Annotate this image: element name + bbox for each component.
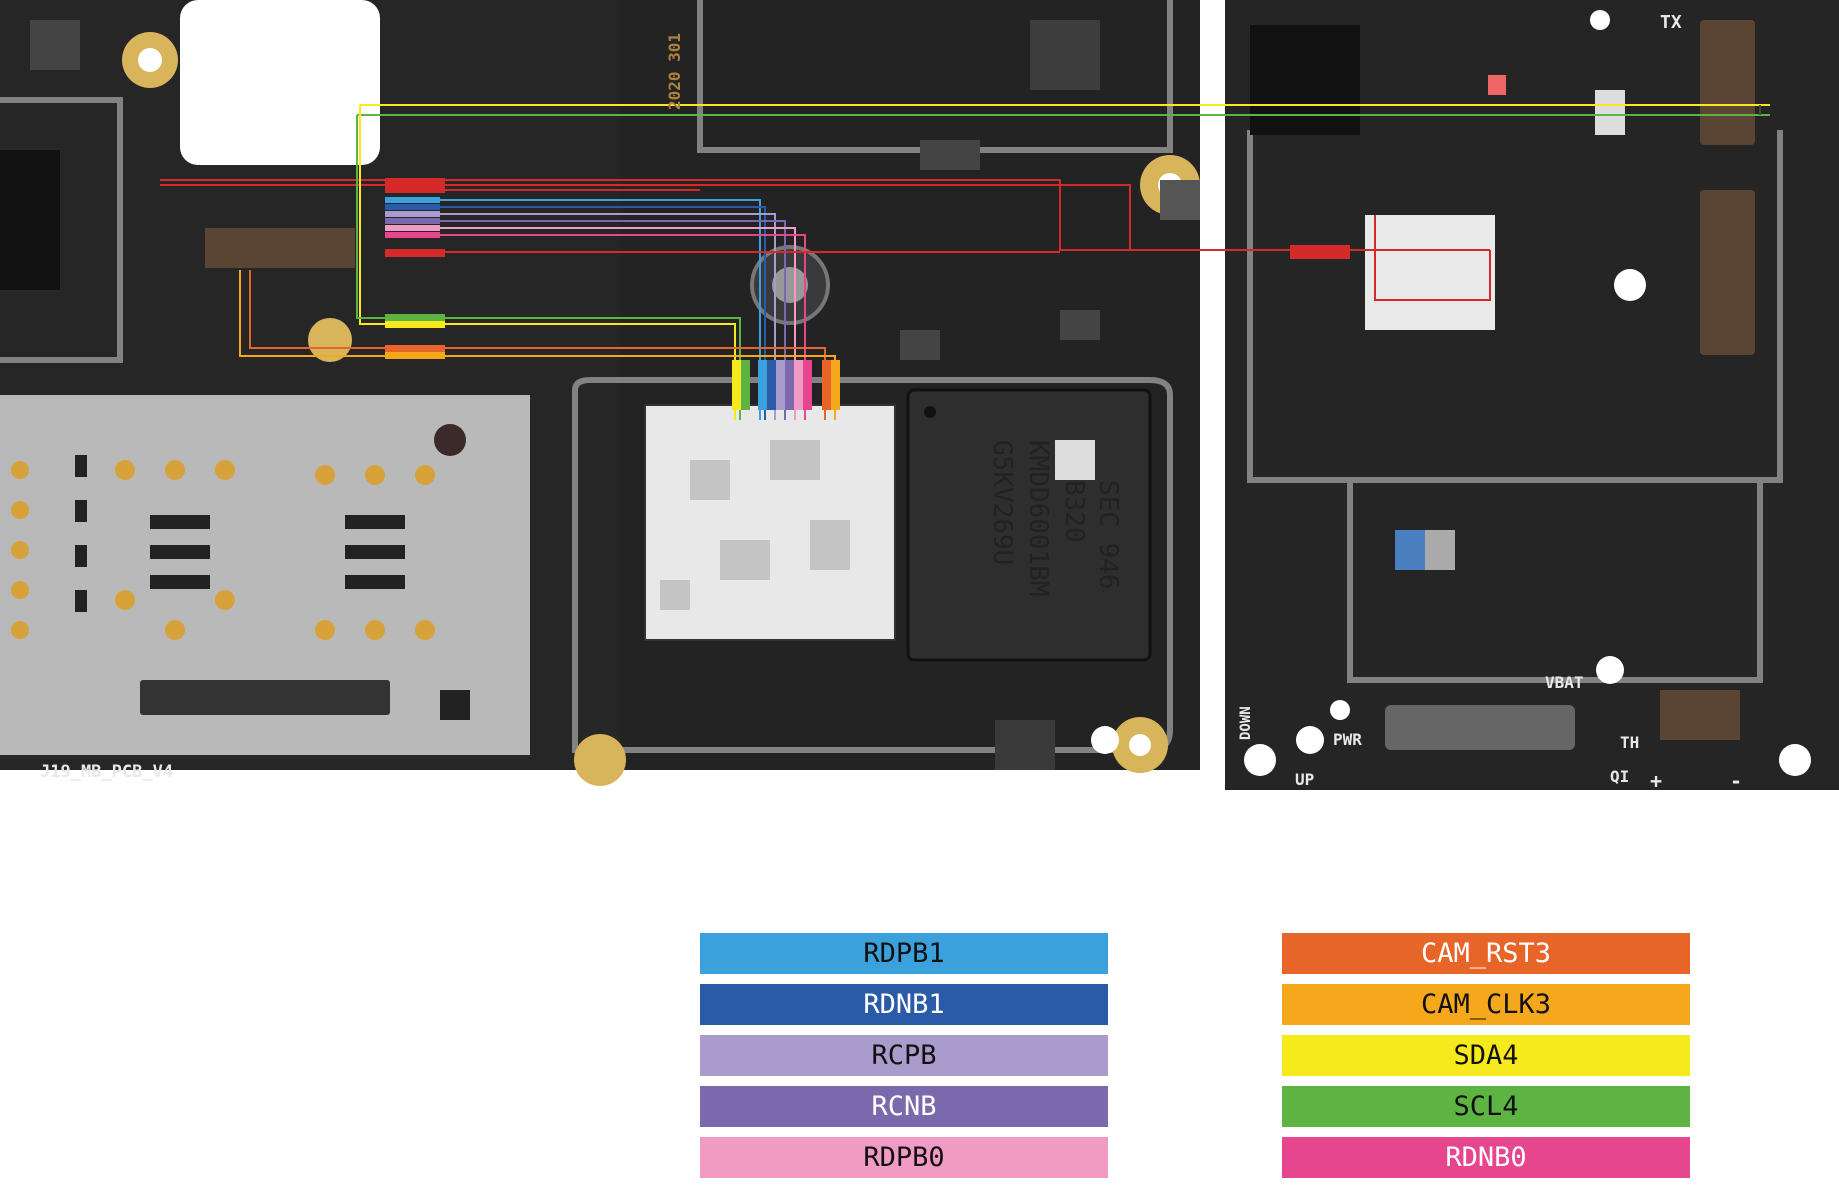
memory-marking-line: KMDD6001BM [1023,440,1053,597]
silkscreen-label: - [1730,769,1742,793]
silkscreen-label: + [1650,769,1662,793]
memory-marking-line: B320 [1059,480,1089,543]
silkscreen-label: VBAT [1545,673,1584,692]
legend-item-rdpb0: RDPB0 [700,1137,1108,1178]
legend-item-rdnb0: RDNB0 [1282,1137,1690,1178]
legend-item-cam-rst3: CAM_RST3 [1282,933,1690,974]
memory-marking-line: G5KV269U [987,440,1017,565]
board-cutout [180,0,380,165]
silkscreen-label: TH [1620,733,1639,752]
camera-connector [205,228,355,268]
silkscreen-label: DOWN [1238,706,1254,740]
silkscreen-label: TX [1660,12,1682,33]
legend-item-scl4: SCL4 [1282,1086,1690,1127]
pcb-board-image: SEC 946 B320 KMDD6001BM G5KV269U [0,0,1839,795]
memory-marking-line: SEC 946 [1093,480,1123,590]
silkscreen-label: PWR [1333,730,1362,749]
legend-item-rdnb1: RDNB1 [700,984,1108,1025]
silkscreen-label: UP [1295,770,1314,789]
pcb-board-view: SEC 946 B320 KMDD6001BM G5KV269U [0,0,1839,795]
legend-item-rcnb: RCNB [700,1086,1108,1127]
legend-item-sda4: SDA4 [1282,1035,1690,1076]
date-marking: 2020 301 [665,33,684,110]
legend-item-rdpb1: RDPB1 [700,933,1108,974]
silkscreen-label: J19_MB_PCB_V4 [40,762,173,782]
pmic-bga [1365,215,1495,330]
silkscreen-label: QI [1610,767,1629,786]
legend-item-cam-clk3: CAM_CLK3 [1282,984,1690,1025]
legend-item-rcpb: RCPB [700,1035,1108,1076]
soc-bga [645,405,895,640]
